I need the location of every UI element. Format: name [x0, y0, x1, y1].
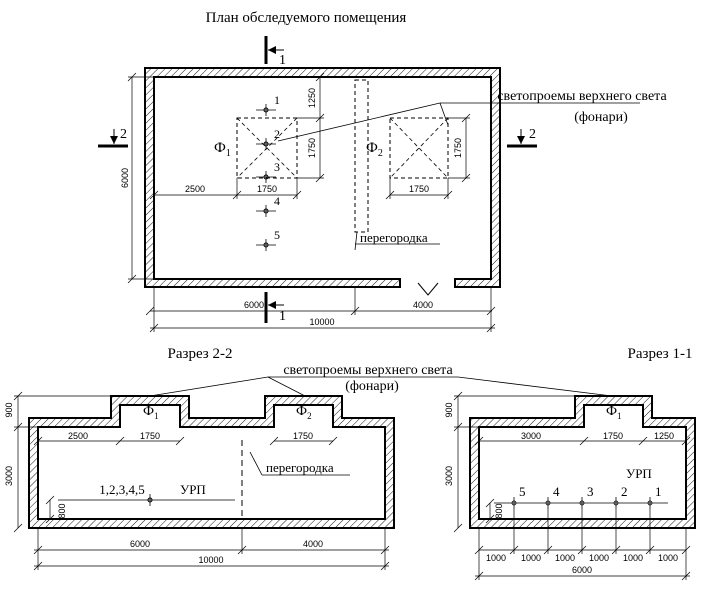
section11-dim-1000-5: 1000 [623, 553, 643, 563]
section11-urp-label: УРП [626, 466, 652, 481]
plan-walls [144, 67, 501, 288]
plan-partition-label: перегородка [360, 230, 428, 245]
section22-urp-label: УРП [180, 482, 206, 497]
section11-point-1 [647, 497, 653, 509]
section11-dim-3000h: 3000 [521, 431, 541, 441]
plan-point-label-3: 3 [274, 160, 280, 174]
section11-point-4 [545, 497, 551, 509]
section22-partition-leader [249, 451, 263, 476]
plan-skylight-callout [277, 102, 640, 142]
plan-point-2 [256, 138, 276, 150]
plan-point-label-5: 5 [274, 228, 280, 242]
section11-point-2 [613, 497, 619, 509]
section11-dim-800: 800 [494, 503, 504, 518]
section11-point-label-4: 4 [553, 484, 560, 499]
section11-dim-3000: 3000 [444, 466, 454, 486]
plan-dim-4000: 4000 [413, 300, 433, 310]
cut-label-2-left: 2 [120, 127, 127, 142]
section22-walls [28, 395, 395, 529]
section22-dim-4000: 4000 [303, 539, 323, 549]
section22-f1-label: Ф1 [143, 404, 159, 421]
section11-points [511, 497, 653, 509]
plan-dim-1750-f2: 1750 [409, 184, 429, 194]
section11-point-3 [579, 497, 585, 509]
section22-points-label: 1,2,3,4,5 [99, 482, 145, 497]
section-skylight-callout [149, 376, 613, 397]
cut-marker-1-bottom [264, 292, 284, 323]
section11-point-label-5: 5 [519, 484, 526, 499]
plan-dim-1750-v2: 1750 [453, 138, 463, 158]
plan-point-label-2: 2 [274, 127, 280, 141]
plan-measuring-points [256, 104, 276, 251]
plan-point-1 [256, 104, 276, 116]
cut-label-1-bottom: 1 [279, 309, 286, 324]
cut-label-2-right: 2 [529, 127, 536, 142]
plan-title: План обследуемого помещения [206, 10, 407, 26]
plan-dim-2500: 2500 [185, 184, 205, 194]
section11-point-label-3: 3 [587, 484, 594, 499]
section22-f2-label: Ф2 [296, 404, 312, 421]
section22-dim-3000: 3000 [4, 466, 14, 486]
plan-point-label-4: 4 [274, 194, 280, 208]
section11-dimension-lines [453, 391, 691, 581]
cut-marker-2-left [98, 129, 128, 148]
plan-point-5 [256, 239, 276, 251]
section-lanterns-label: (фонари) [345, 379, 399, 394]
plan-partition [354, 79, 369, 233]
section22-dim-2500: 2500 [68, 431, 88, 441]
plan-skylights-label: светопроемы верхнего света [497, 89, 667, 104]
plan-f2-label: Ф2 [366, 140, 383, 159]
plan-dim-10000: 10000 [309, 317, 334, 327]
plan-point-4 [256, 205, 276, 217]
plan-skylight-f2 [389, 117, 449, 179]
section22-dim-6000: 6000 [130, 539, 150, 549]
section22-dimension-lines [13, 391, 390, 571]
plan-dim-1750-f1: 1750 [257, 184, 277, 194]
section11-point-label-1: 1 [655, 484, 662, 499]
section22-dim-10000: 10000 [198, 555, 223, 565]
section22-dim-800: 800 [57, 503, 67, 518]
plan-dim-6000: 6000 [244, 300, 264, 310]
cut-marker-1-top [264, 36, 284, 64]
plan-dim-6000-vertical: 6000 [120, 168, 130, 188]
section11-dim-1250: 1250 [654, 431, 674, 441]
section11-dim-1000-3: 1000 [555, 553, 575, 563]
plan-dim-1250: 1250 [307, 88, 317, 108]
plan-partition-leader [354, 231, 358, 251]
section11-dim-6000: 6000 [572, 565, 592, 575]
section11-point-label-2: 2 [621, 484, 628, 499]
section22-dim-1750-f2: 1750 [293, 431, 313, 441]
plan-skylight-f1 [236, 117, 298, 179]
plan-f1-label: Ф1 [214, 140, 231, 159]
section11-point-5 [511, 497, 517, 509]
plan-point-3 [256, 171, 276, 183]
section22-dim-900: 900 [4, 402, 14, 417]
section11-title: Разрез 1-1 [628, 346, 693, 362]
section11-dim-1000-4: 1000 [589, 553, 609, 563]
plan-lanterns-label: (фонари) [574, 110, 628, 125]
section11-dim-1000-2: 1000 [521, 553, 541, 563]
section11-dim-1000-1: 1000 [486, 553, 506, 563]
section22-point [147, 494, 153, 506]
section11-dim-1000-6: 1000 [658, 553, 678, 563]
section11-dim-900: 900 [444, 402, 454, 417]
section-skylights-label: светопроемы верхнего света [283, 363, 453, 378]
plan-dimension-lines [127, 72, 496, 333]
cut-marker-2-right [507, 129, 537, 148]
section11-f1-label: Ф1 [606, 404, 622, 421]
cut-label-1-top: 1 [279, 53, 286, 68]
plan-point-label-1: 1 [274, 93, 280, 107]
section11-dim-1750: 1750 [603, 431, 623, 441]
plan-door [417, 282, 439, 296]
section22-partition-label: перегородка [266, 460, 334, 475]
section22-title: Разрез 2-2 [168, 346, 233, 362]
section22-dim-1750-f1: 1750 [140, 431, 160, 441]
plan-dim-1750-v1: 1750 [307, 138, 317, 158]
